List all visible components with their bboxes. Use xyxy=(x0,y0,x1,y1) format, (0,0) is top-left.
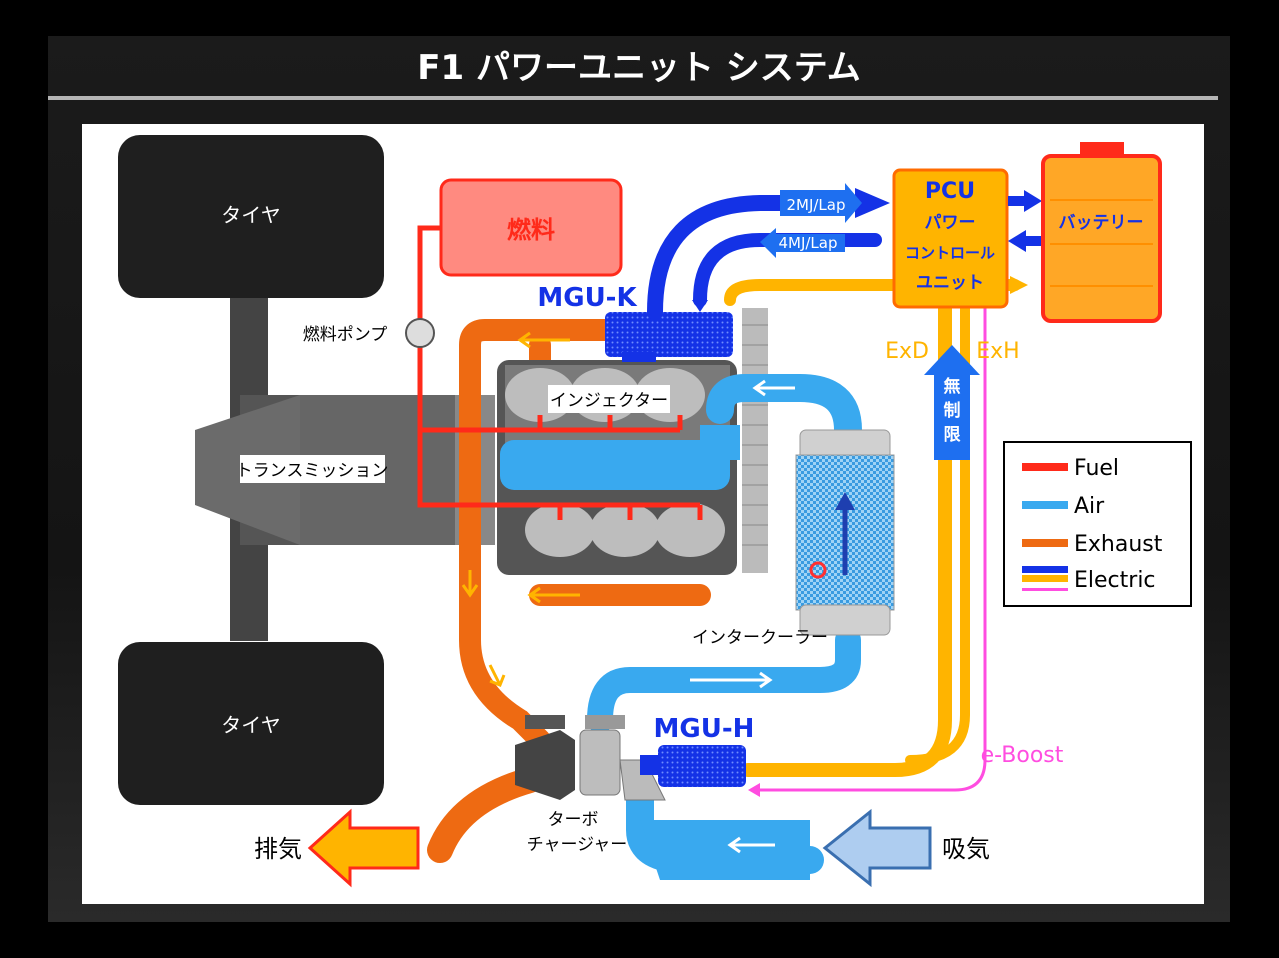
mgu-k: MGU-K xyxy=(537,283,733,362)
legend-item-fuel: Fuel xyxy=(1022,456,1119,481)
unlimited-arrow: 無制限 xyxy=(924,345,980,460)
svg-text:タイヤ: タイヤ xyxy=(221,203,280,227)
exhaust-outlet: 排気 xyxy=(254,808,420,888)
air-arrows xyxy=(690,379,795,854)
svg-text:Electric: Electric xyxy=(1074,568,1156,593)
orange-electric-paths xyxy=(724,279,1021,777)
mguk-pcu-flows xyxy=(647,195,882,320)
svg-text:インジェクター: インジェクター xyxy=(550,391,668,411)
eboost-line xyxy=(760,305,987,792)
svg-text:無制限: 無制限 xyxy=(944,376,961,445)
pcu: PCU パワー コントロール ユニット xyxy=(892,168,1009,309)
injector: インジェクター xyxy=(548,385,670,413)
svg-text:タイヤ: タイヤ xyxy=(221,713,280,737)
exhaust-arrows xyxy=(461,331,580,687)
tire-top: タイヤ xyxy=(118,135,384,298)
intercooler: インタークーラー xyxy=(692,429,895,648)
svg-text:チャージャー: チャージャー xyxy=(527,835,628,855)
svg-text:ターボ: ターボ xyxy=(548,810,599,830)
eboost-label: e-Boost xyxy=(981,743,1064,768)
flow-2mj: 2MJ/Lap xyxy=(780,183,862,223)
svg-text:4MJ/Lap: 4MJ/Lap xyxy=(778,234,837,252)
fuel-system: 燃料 燃料ポンプ xyxy=(303,178,703,520)
svg-text:吸気: 吸気 xyxy=(942,835,990,863)
legend-item-air: Air xyxy=(1022,494,1105,519)
svg-text:MGU-K: MGU-K xyxy=(537,283,637,313)
svg-text:燃料ポンプ: 燃料ポンプ xyxy=(303,325,388,345)
svg-text:パワー: パワー xyxy=(925,213,976,233)
svg-text:排気: 排気 xyxy=(254,835,302,863)
title-underline xyxy=(48,96,1218,100)
svg-text:Exhaust: Exhaust xyxy=(1074,532,1163,557)
turbocharger: ターボ チャージャー xyxy=(515,715,666,855)
battery: バッテリー xyxy=(1041,142,1162,323)
svg-text:燃料: 燃料 xyxy=(507,216,555,244)
svg-text:Fuel: Fuel xyxy=(1074,456,1119,481)
legend-item-electric: Electric xyxy=(1022,566,1156,593)
svg-text:ユニット: ユニット xyxy=(916,273,984,293)
svg-text:コントロール: コントロール xyxy=(905,244,995,262)
transmission: トランスミッション xyxy=(236,455,389,483)
tire-bottom: タイヤ xyxy=(118,642,384,805)
svg-text:インタークーラー: インタークーラー xyxy=(692,628,828,648)
mgu-h: MGU-H xyxy=(640,714,754,787)
intake-duct xyxy=(640,820,810,880)
legend: Fuel Air Exhaust Electric xyxy=(1003,441,1192,607)
intake-plenum xyxy=(500,440,730,490)
svg-text:トランスミッション: トランスミッション xyxy=(236,461,389,481)
exh-label: ExH xyxy=(976,339,1019,364)
intake-inlet: 吸気 xyxy=(822,808,990,888)
flow-4mj: 4MJ/Lap xyxy=(760,228,845,258)
pcu-battery-flows xyxy=(1008,190,1042,252)
svg-text:2MJ/Lap: 2MJ/Lap xyxy=(786,196,845,214)
svg-text:Air: Air xyxy=(1074,494,1105,519)
exd-label: ExD xyxy=(885,339,929,364)
legend-item-exhaust: Exhaust xyxy=(1022,532,1163,557)
svg-text:PCU: PCU xyxy=(925,179,975,204)
slide-title: F1 パワーユニット システム xyxy=(417,48,861,88)
svg-text:MGU-H: MGU-H xyxy=(654,714,755,744)
svg-text:バッテリー: バッテリー xyxy=(1059,213,1144,233)
